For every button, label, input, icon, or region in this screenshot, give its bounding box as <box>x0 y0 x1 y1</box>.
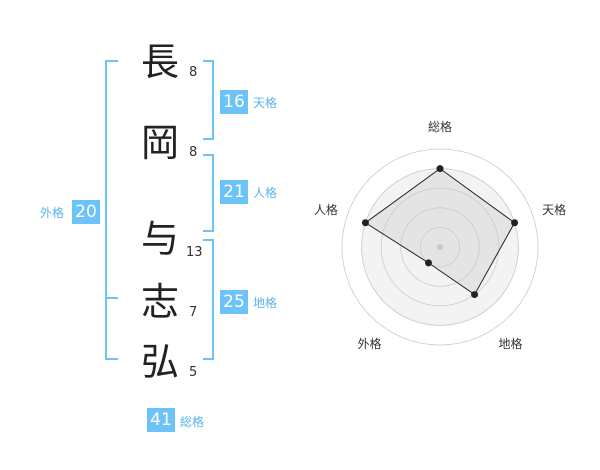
name-char-2: 岡 <box>140 121 179 165</box>
radar-axis-label: 地格 <box>499 336 523 351</box>
chikaku-badge: 25 <box>220 290 248 314</box>
radar-axis-label: 総格 <box>428 119 452 134</box>
gaikaku-bracket <box>105 60 118 360</box>
radar-axis-label: 天格 <box>542 202 566 217</box>
tenkaku-label: 天格 <box>253 96 278 110</box>
radar-axis-label: 外格 <box>357 336 381 351</box>
radar-point-1 <box>436 165 444 173</box>
stroke-count-4: 7 <box>189 305 198 320</box>
radar-center-dot <box>437 244 443 250</box>
tenkaku-bracket <box>203 60 214 140</box>
stroke-count-2: 8 <box>189 145 198 160</box>
name-char-1: 長 <box>140 40 179 84</box>
radar-data-polygon <box>364 167 516 296</box>
radar-grid-circle-inner <box>380 187 500 307</box>
name-char-5: 弘 <box>140 340 179 384</box>
radar-point-4 <box>424 259 432 267</box>
radar-point-3 <box>471 291 479 299</box>
radar-point-5 <box>361 219 369 227</box>
stroke-count-5: 5 <box>189 365 198 380</box>
jinkaku-label: 人格 <box>253 186 278 200</box>
jinkaku-bracket <box>203 154 214 232</box>
radar-grid-circle-inner <box>400 207 480 287</box>
stroke-count-1: 8 <box>189 65 198 80</box>
radar-grid-circle-inner <box>419 226 460 267</box>
radar-axis-label: 人格 <box>314 202 338 217</box>
name-char-4: 志 <box>140 280 179 324</box>
radar-grid-circle <box>341 148 539 346</box>
radar-point-2 <box>511 219 519 227</box>
tenkaku-badge: 16 <box>220 90 248 114</box>
soukaku-badge: 41 <box>147 408 175 432</box>
chikaku-bracket <box>203 239 214 360</box>
jinkaku-badge: 21 <box>220 180 248 204</box>
soukaku-label: 総格 <box>180 415 205 429</box>
stroke-count-3: 13 <box>186 245 203 260</box>
chikaku-label: 地格 <box>253 296 278 310</box>
name-char-3: 与 <box>140 217 179 261</box>
gaikaku-label: 外格 <box>40 206 65 220</box>
gaikaku-badge: 20 <box>72 200 100 224</box>
